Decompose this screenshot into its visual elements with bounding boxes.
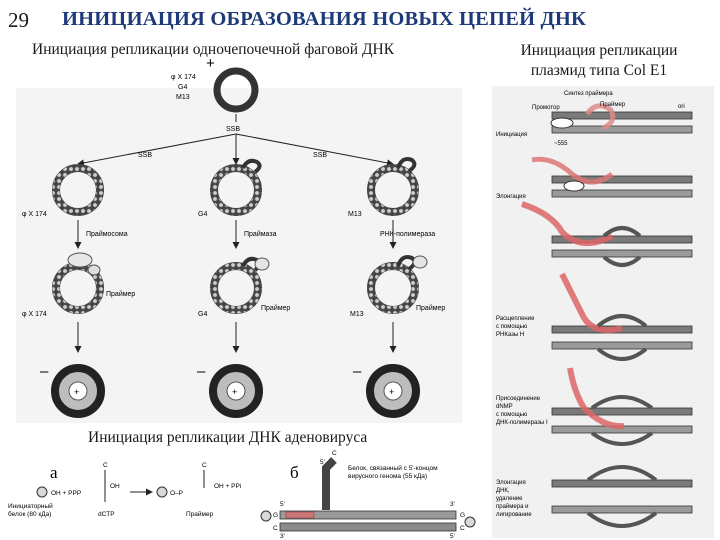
part-b-c-right: C [460, 525, 465, 532]
part-a-o-p: O–P [170, 490, 183, 497]
label-final-4: праймера и [496, 503, 528, 510]
top-ssb: SSB [226, 126, 240, 133]
label-final-1: Элонгация [496, 480, 526, 486]
col3-phage: M13 [348, 211, 362, 218]
part-a-label: а [50, 463, 58, 482]
col1-phage: φ X 174 [22, 211, 47, 218]
label-final-3: удаление [496, 496, 523, 502]
slide-number: 29 [8, 8, 29, 32]
label-rnaii: ~555 [554, 141, 568, 147]
col3-minus: – [353, 363, 362, 380]
part-a-c-top: C [103, 462, 108, 469]
phage-replication-diagram: + φ X 174 G4 M13 SSB SSB SSB φ X 174 G4 … [16, 58, 462, 423]
part-b-note-line1: Белок, связанный с 5'-концом [348, 464, 438, 472]
label-elongation: Элонгация [496, 194, 526, 200]
beaded-circle-m13 [367, 157, 419, 216]
label-ori: ori [678, 104, 685, 110]
part-b-c-letter: C [332, 450, 337, 457]
plasmid-replication-diagram: Синтез праймера Праймер Промотор Инициац… [492, 86, 714, 538]
col1-primer: Праймер [106, 290, 135, 298]
dsdna-circle-phix [51, 364, 105, 418]
part-a-primer: Праймер [186, 510, 214, 518]
col1-minus: – [40, 363, 49, 380]
label-initiation: Инициация [496, 132, 527, 138]
beaded-circle-phix [52, 164, 104, 216]
new-strand [285, 511, 315, 519]
part-b-note-line2: вирусного генома (55 кДа) [348, 473, 427, 480]
label-final-5: лигирование [496, 512, 532, 518]
part-b-three-prime-right: 3' [450, 501, 455, 508]
primer-circle-m13 [367, 255, 428, 314]
col1-phage2: φ X 174 [22, 311, 47, 318]
part-b-g-left: G [273, 512, 278, 519]
part-a-protein-line1: Инициаторный [8, 502, 53, 510]
part-a-c-top2: C [202, 462, 207, 469]
right-panel-heading: Инициация репликации плазмид типа Col E1 [490, 41, 708, 81]
top-label-phix: φ X 174 [171, 74, 196, 81]
primer-circle-phix [52, 252, 104, 314]
label-rnase-3: РНКазы Н [496, 332, 524, 338]
adenovirus-replication-diagram: а OH + PPP Инициаторный белок (80 кДа) C… [8, 450, 476, 538]
col2-minus: – [197, 363, 206, 380]
col2-plus: + [232, 387, 237, 397]
label-synthesis: Синтез праймера [564, 90, 613, 97]
col3-phage2: M13 [350, 311, 364, 318]
part-b-five-prime-top: 5' [320, 459, 325, 466]
left-panel-heading: Инициация репликации одночепочечной фаго… [32, 41, 395, 58]
label-primer: Праймер [600, 101, 626, 108]
template-strand-top [279, 510, 457, 520]
label-dnmp-2: dNMP [496, 404, 513, 410]
col3-enzyme: РНК-полимераза [380, 231, 435, 238]
primer-circle-g4 [210, 256, 270, 314]
col2-enzyme: Праймаза [244, 230, 277, 238]
part-b-five-prime-left: 5' [280, 501, 285, 508]
part-a-oh: OH [110, 483, 120, 490]
col2-primer: Праймер [261, 304, 290, 312]
part-a-protein-line2: белок (80 кДа) [8, 510, 51, 518]
part-b-three-prime-left: 3' [280, 533, 285, 538]
terminal-protein-right-icon [464, 516, 476, 528]
col2-phage2: G4 [198, 311, 207, 318]
primer-protein-icon [156, 486, 168, 498]
displaced-strand [322, 457, 337, 510]
part-b-g-right: G [460, 512, 465, 519]
part-b-c-left: C [273, 525, 278, 532]
bottom-panel-heading: Инициация репликации ДНК аденовируса [88, 429, 368, 446]
top-plus: + [206, 58, 215, 72]
part-b-five-prime-right: 5' [450, 533, 455, 538]
initiator-protein-icon [36, 486, 48, 498]
part-a-dctp: dCTP [98, 511, 115, 518]
slide-title: ИНИЦИАЦИЯ ОБРАЗОВАНИЯ НОВЫХ ЦЕПЕЙ ДНК [62, 8, 587, 30]
label-dnmp-4: ДНК-полимеразы I [496, 420, 548, 426]
col2-phage: G4 [198, 211, 207, 218]
right-heading-line2: плазмид типа Col E1 [530, 62, 668, 79]
col1-enzyme: Праймосома [86, 230, 128, 238]
dsdna-circle-g4 [209, 364, 263, 418]
col1-plus: + [74, 387, 79, 397]
template-strand-bottom [279, 522, 457, 532]
beaded-circle-g4 [210, 158, 262, 216]
ssdna-circle [213, 67, 259, 113]
label-final-2: ДНК, [496, 488, 510, 494]
top-label-m13: M13 [176, 94, 190, 101]
col3-plus: + [389, 387, 394, 397]
right-heading-line1: Инициация репликации [520, 42, 678, 59]
terminal-protein-left-icon [260, 510, 272, 522]
col3-primer: Праймер [416, 304, 445, 312]
label-rnase-2: с помощью [496, 324, 528, 330]
label-rnase-1: Расщепление [496, 316, 535, 322]
part-a-oh-ppp: OH + PPP [51, 490, 81, 497]
label-dnmp-1: Присоединение [496, 396, 541, 402]
label-promoter: Промотор [532, 105, 560, 111]
branch-ssb-left: SSB [138, 152, 152, 159]
branch-ssb-right: SSB [313, 152, 327, 159]
top-label-g4: G4 [178, 84, 187, 91]
label-dnmp-3: с помощью [496, 412, 528, 418]
dsdna-circle-m13 [366, 364, 420, 418]
part-b-label: б [290, 463, 299, 482]
part-a-pi: OH + PPi [214, 483, 241, 490]
